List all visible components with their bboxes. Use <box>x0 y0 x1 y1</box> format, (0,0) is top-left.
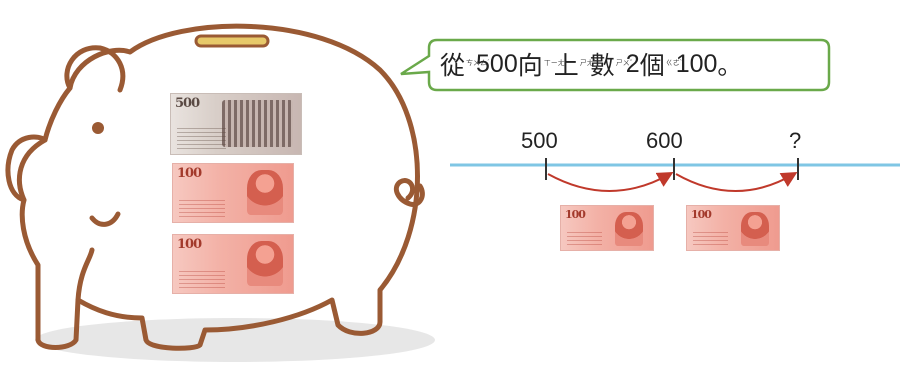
hop-bill-100: 100 <box>686 205 780 251</box>
speech-char: 向 <box>517 52 543 80</box>
bill-value: 100 <box>565 208 586 221</box>
bill-portrait <box>247 170 283 216</box>
bill-portrait <box>615 212 643 247</box>
bill-value: 100 <box>691 208 712 221</box>
zhuyin: ㄍㄜˋ <box>665 60 683 67</box>
zhuyin: ㄒㄧㄤˋ <box>543 60 568 67</box>
hop-arrow-2 <box>675 171 798 192</box>
bill-image <box>221 100 293 147</box>
bill-value: 100 <box>177 237 202 252</box>
zhuyin: ㄕㄨˇ <box>615 60 633 67</box>
speech-number: 100 <box>675 49 718 78</box>
pig-ear <box>64 45 126 93</box>
bill-pattern <box>179 196 225 217</box>
speech-char: 從 <box>440 52 466 80</box>
bill-value: 500 <box>175 96 200 111</box>
number-line-label-500: 500 <box>521 128 558 153</box>
pig-snout <box>16 137 48 203</box>
bill-pattern <box>567 229 602 245</box>
bill-pattern <box>177 128 227 149</box>
speech-char: 上 <box>553 52 579 80</box>
number-line-label-600: 600 <box>646 128 683 153</box>
pig-mouth <box>89 211 121 227</box>
bill-500: 500 <box>170 93 302 155</box>
bill-portrait <box>741 212 769 247</box>
speech-text: 從 ㄘㄨㄥˊ 500 向 ㄒㄧㄤˋ 上 ㄕㄤˋ 數 ㄕㄨˇ 2 個 ㄍㄜˋ 10… <box>440 44 742 84</box>
bill-value: 100 <box>177 166 202 181</box>
pig-shadow <box>35 318 435 362</box>
piggy-bank-drawing <box>5 23 435 362</box>
speech-char: 。 <box>717 52 743 80</box>
number-line-label-unknown: ? <box>789 128 802 153</box>
speech-char: 數 <box>589 52 615 80</box>
hop-bill-100: 100 <box>560 205 654 251</box>
pig-eye <box>92 122 104 134</box>
zhuyin: ㄕㄤˋ <box>579 60 597 67</box>
pig-tail <box>393 178 425 207</box>
coin-slot <box>194 34 270 48</box>
pig-body-outline <box>5 23 420 351</box>
zhuyin: ㄘㄨㄥˊ <box>466 60 490 67</box>
number-line <box>450 158 900 192</box>
hop-arrow-1 <box>547 172 674 192</box>
speech-char: 個 <box>639 52 665 80</box>
speech-number: 2 <box>625 49 640 78</box>
bill-portrait <box>247 241 283 287</box>
bill-100: 100 <box>172 234 294 294</box>
pig-leg-line <box>75 247 95 303</box>
bill-pattern <box>693 229 728 245</box>
speech-bubble <box>400 38 831 92</box>
bill-pattern <box>179 267 225 288</box>
bill-100: 100 <box>172 163 294 223</box>
speech-number: 500 <box>476 49 518 78</box>
